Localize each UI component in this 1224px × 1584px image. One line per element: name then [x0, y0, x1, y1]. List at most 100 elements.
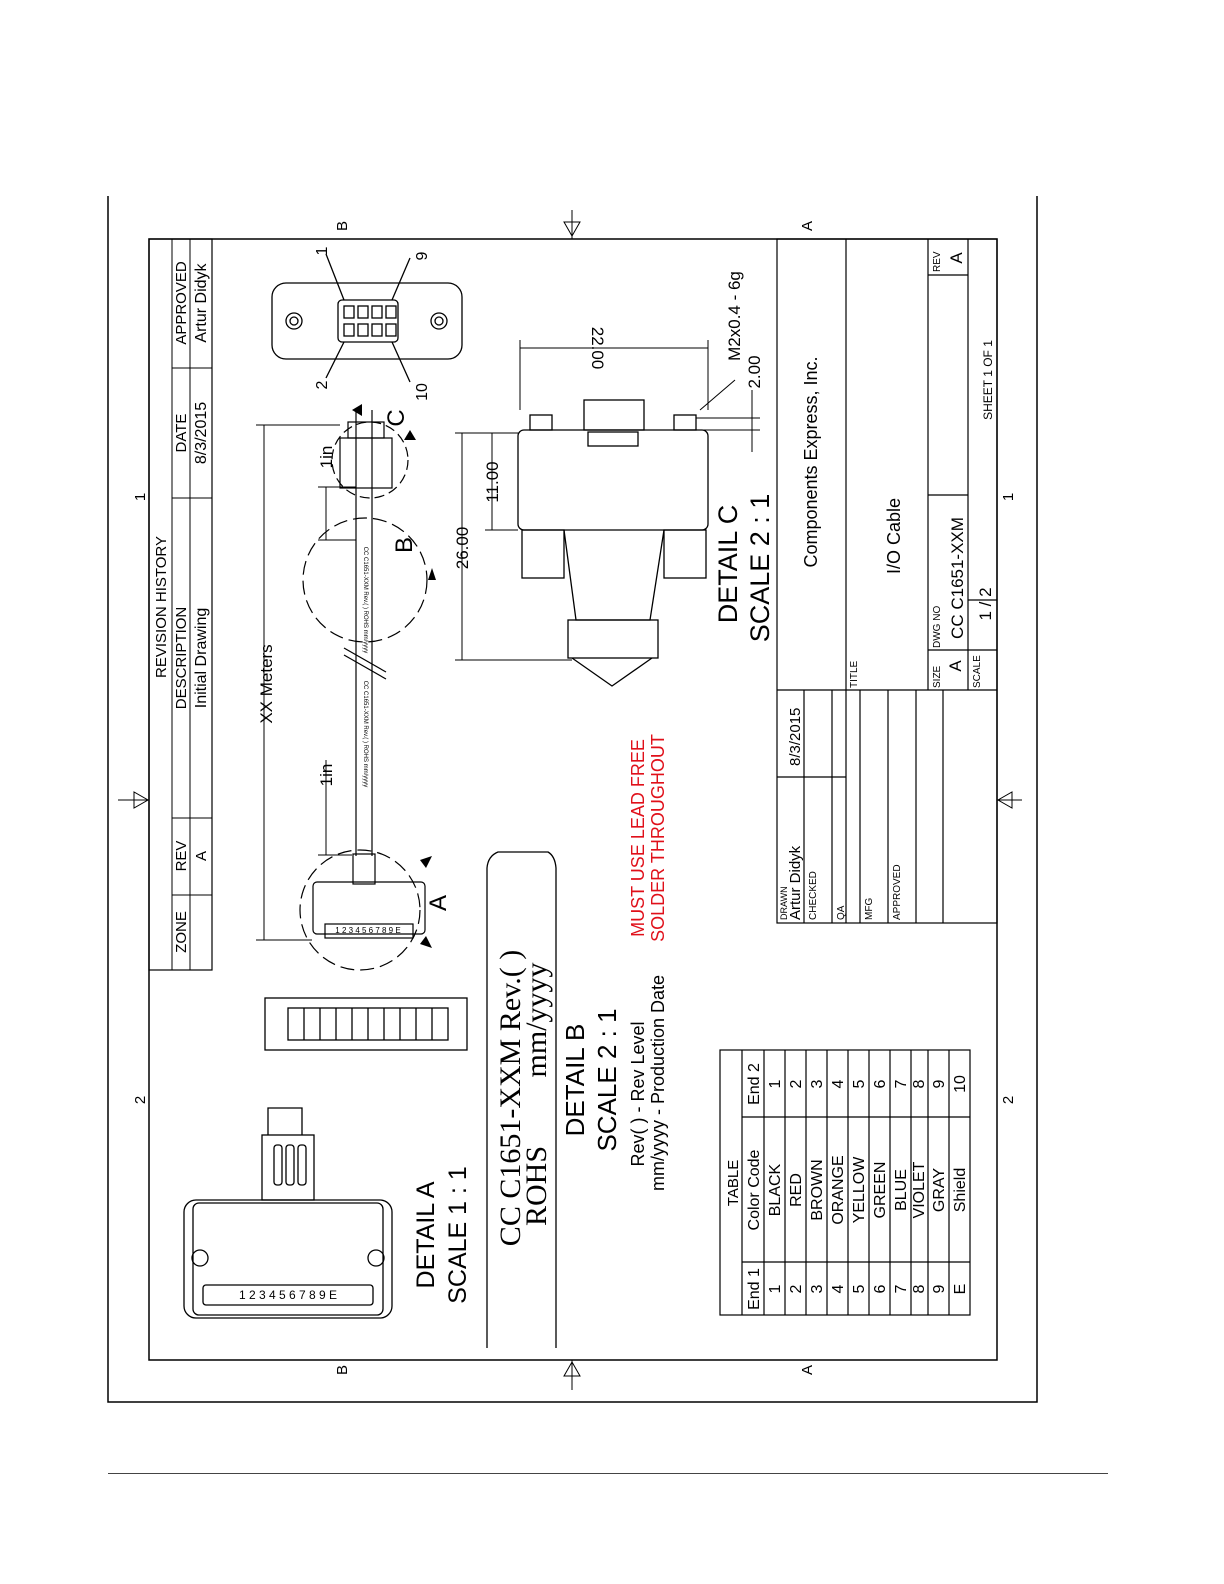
tb-drawn-date: 8/3/2015	[787, 708, 804, 766]
rev-header-zone: ZONE	[173, 911, 190, 953]
pinout-table-cell: BLACK	[767, 1163, 784, 1216]
detail-b-title: DETAIL B	[560, 1024, 590, 1137]
pin-9-label: 9	[414, 251, 431, 260]
detail-b-print-line1: CC C1651-XXM Rev.( )	[494, 950, 527, 1246]
detail-c-side-view	[517, 399, 709, 687]
tb-scale-label: SCALE	[972, 655, 983, 688]
rev-value-date: 8/3/2015	[193, 402, 210, 464]
cable-pin-label: 1 2 3 4 5 6 7 8 9 E	[335, 926, 400, 935]
pinout-table-cell: BLUE	[893, 1169, 910, 1211]
pinout-table-cell: 4	[830, 1079, 847, 1088]
detail-b-legend-date: mm/yyyy - Production Date	[648, 975, 668, 1191]
pinout-table-cell: E	[952, 1284, 969, 1295]
callout-arrows	[352, 404, 436, 948]
tb-sheet: SHEET 1 OF 1	[981, 340, 995, 420]
pinout-table-cell: RED	[788, 1173, 805, 1207]
pin-1-label: 1	[314, 246, 331, 255]
pinout-table-cell: YELLOW	[851, 1156, 868, 1224]
detail-c-front-face	[271, 253, 463, 383]
cable-print-2: CC C1651-XXM Rev.( ) ROHS mm/yyyy	[362, 547, 368, 654]
detail-a-title: DETAIL A	[412, 1181, 440, 1288]
pinout-table	[719, 1049, 971, 1316]
revision-title: REVISION HISTORY	[153, 536, 170, 678]
dim-2: 2.00	[745, 355, 764, 388]
cable-assembly	[299, 410, 428, 971]
dim-one-inch-b: 1in	[317, 446, 336, 469]
tb-drawn-label: DRAWN	[779, 886, 789, 920]
dim-22: 22.00	[588, 327, 607, 370]
zone-label: A	[799, 1365, 816, 1375]
tb-title-label: TITLE	[849, 660, 860, 688]
tb-company: Components Express, Inc.	[801, 356, 821, 567]
title-block	[776, 238, 998, 924]
rev-value-description: Initial Drawing	[193, 608, 210, 708]
tb-drawn-name: Artur Didyk	[787, 845, 804, 920]
detail-b-cable-outline	[486, 851, 557, 1348]
length-dimension	[256, 424, 356, 941]
pinout-table-cell: 8	[911, 1079, 928, 1088]
detail-a-connector	[183, 1107, 393, 1319]
pinout-table-cell: 2	[788, 1079, 805, 1088]
tb-approved-label: APPROVED	[892, 864, 903, 920]
pinout-table-cell: Shield	[952, 1168, 969, 1212]
dim-26: 26.00	[453, 527, 472, 570]
tb-qa-label: QA	[836, 905, 847, 920]
pinout-table-cell: 6	[872, 1079, 889, 1088]
rev-header-rev: REV	[173, 841, 190, 872]
zone-markers: B 1 A 2 B A 2 1	[118, 210, 1022, 1390]
zone-label: 1	[132, 493, 149, 501]
pinout-table-header: End 1	[746, 1268, 763, 1310]
tb-rev: A	[947, 252, 966, 264]
tb-scale: 1 / 2	[976, 587, 995, 620]
zone-label: A	[799, 221, 816, 231]
dim-xx-meters: XX Meters	[257, 644, 276, 723]
pinout-table-cell: VIOLET	[911, 1161, 928, 1218]
pinout-table-cell: ORANGE	[830, 1155, 847, 1224]
detail-c-title: DETAIL C	[713, 505, 743, 624]
pin-block-view	[264, 997, 468, 1051]
pinout-table-cell: 5	[851, 1079, 868, 1088]
pinout-table-cell: GRAY	[931, 1168, 948, 1212]
tb-dwg-number: CC C1651-XXM	[948, 517, 967, 639]
pinout-table-cell: 4	[830, 1284, 847, 1293]
rev-header-date: DATE	[173, 414, 190, 453]
zone-label: 2	[1000, 1096, 1017, 1104]
dim-11: 11.00	[483, 461, 502, 502]
cable-print-1: CC C1651-XXM Rev.( ) ROHS mm/yyyy	[362, 681, 368, 788]
pinout-table-cell: 9	[931, 1079, 948, 1088]
lead-free-note-line1: MUST USE LEAD FREE	[628, 739, 648, 937]
tb-dwg-label: DWG NO	[932, 606, 943, 648]
pinout-table-cell: 2	[788, 1284, 805, 1293]
pinout-table-cell: 1	[767, 1079, 784, 1088]
tb-mfg-label: MFG	[864, 898, 875, 920]
dim-screw-thread: M2x0.4 - 6g	[725, 271, 744, 361]
callout-b: B	[391, 537, 418, 553]
pinout-table-cell: 3	[809, 1079, 826, 1088]
pinout-table-cell: 7	[893, 1079, 910, 1088]
rev-header-approved: APPROVED	[173, 261, 190, 345]
callout-a: A	[425, 895, 452, 911]
pinout-table-cell: 7	[893, 1284, 910, 1293]
detail-c-dimensions	[455, 340, 760, 661]
pinout-table-title: TABLE	[725, 1160, 742, 1206]
tb-size: A	[946, 660, 965, 672]
detail-c-scale: SCALE 2 : 1	[745, 494, 775, 643]
pinout-table-cell: 5	[851, 1284, 868, 1293]
detail-a-pin-label: 1 2 3 4 5 6 7 8 9 E	[239, 1288, 337, 1302]
zone-label: 2	[132, 1096, 149, 1104]
pinout-table-cell: 3	[809, 1284, 826, 1293]
detail-b-legend-rev: Rev( ) - Rev Level	[628, 1021, 648, 1166]
rev-value-approved: Artur Didyk	[193, 262, 210, 342]
pinout-table-cell: BROWN	[809, 1159, 826, 1220]
detail-b-print-line2: ROHS	[520, 1146, 553, 1226]
rev-header-description: DESCRIPTION	[173, 607, 190, 710]
page-footer-rule	[108, 1473, 1108, 1474]
rev-value-rev: A	[193, 851, 210, 861]
pinout-table-cell: 9	[931, 1284, 948, 1293]
tb-rev-label: REV	[932, 251, 943, 272]
pinout-table-header: End 2	[746, 1063, 763, 1105]
outer-frame	[107, 196, 1038, 1403]
pinout-table-cell: 6	[872, 1284, 889, 1293]
